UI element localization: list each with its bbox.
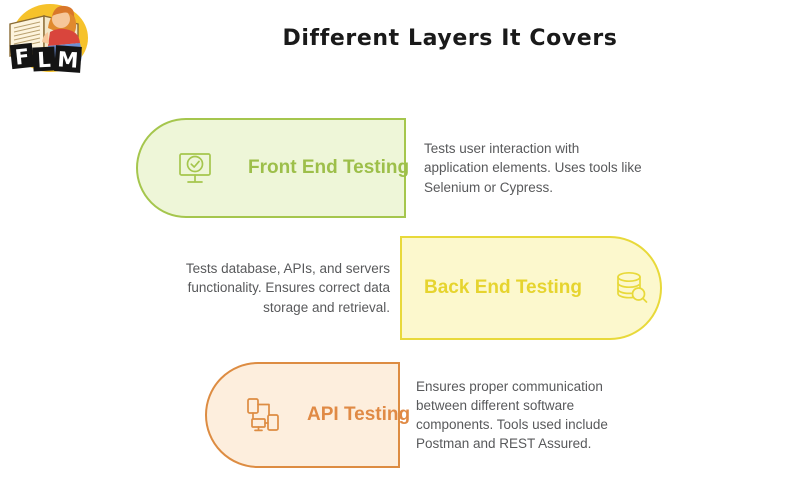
layer-row-frontend: Front End Testing Tests user interaction…: [0, 118, 800, 218]
monitor-check-icon: [172, 145, 218, 191]
card-back-end-testing[interactable]: Back End Testing: [400, 236, 662, 340]
network-devices-icon: [241, 392, 287, 438]
flm-logo: F L M: [4, 2, 96, 78]
layer-row-api: API Testing Ensures proper communication…: [0, 362, 800, 468]
svg-text:L: L: [37, 48, 52, 73]
svg-text:M: M: [57, 47, 80, 72]
page-title: Different Layers It Covers: [282, 26, 618, 51]
card-api-testing[interactable]: API Testing: [205, 362, 410, 468]
card-label-front-end-testing: Front End Testing: [248, 157, 410, 178]
description-api-testing: Ensures proper communication between dif…: [416, 378, 608, 452]
description-front-end-testing: Tests user interaction with application …: [424, 141, 642, 195]
database-search-icon: [608, 265, 654, 311]
card-front-end-testing[interactable]: Front End Testing: [136, 118, 410, 218]
layer-row-backend: Tests database, APIs, and servers functi…: [0, 236, 800, 340]
description-back-end-testing: Tests database, APIs, and servers functi…: [185, 261, 390, 315]
card-label-api-testing: API Testing: [307, 404, 411, 425]
svg-text:F: F: [14, 44, 31, 69]
card-label-back-end-testing: Back End Testing: [424, 277, 583, 298]
